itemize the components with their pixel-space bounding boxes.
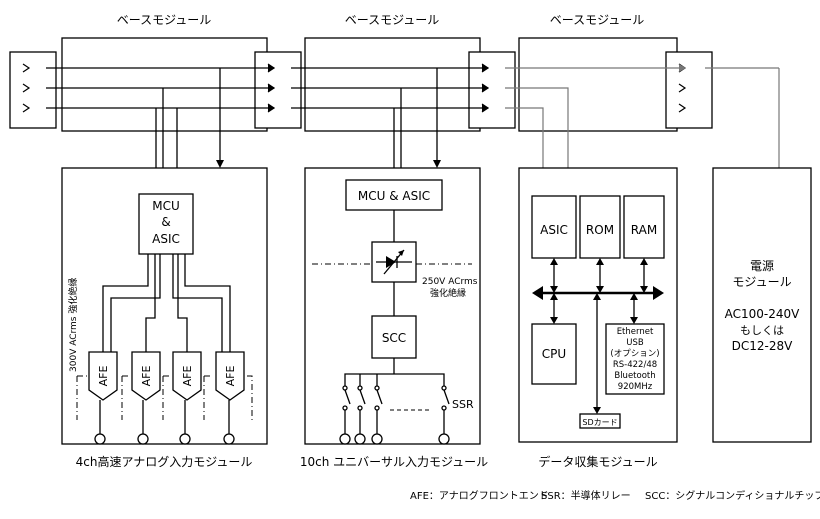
connector-4 (665, 51, 713, 129)
daq-comm-line-1: Ethernet (617, 327, 654, 337)
base-module-2 (304, 37, 481, 132)
analog-amp-label: & (161, 215, 170, 229)
afe-block-2: AFE (131, 351, 161, 445)
bus-lines (46, 64, 780, 168)
daq-asic-block (531, 195, 577, 259)
power-spec-line-2: もしくは (740, 324, 784, 337)
analog-module-title: 4ch高速アナログ入力モジュール (76, 454, 253, 469)
universal-module: MCU & ASIC 250V ACrms 強化絶縁 SCC (300, 167, 488, 469)
daq-sd-block (579, 413, 621, 429)
power-title-line-2: モジュール (732, 275, 791, 289)
daq-comm-line-4: RS-422/48 (613, 360, 657, 370)
legend-afe: AFE：アナログフロントエンド (410, 489, 549, 502)
legend-scc: SCC：シグナルコンディショナルチップ (645, 489, 820, 502)
analog-isolation-label: 300V ACrms 強化絶縁 (67, 278, 79, 372)
power-module: 電源 モジュール AC100-240V もしくは DC12-28V (712, 167, 812, 443)
afe-label-4: AFE (224, 366, 237, 387)
universal-module-title: 10ch ユニバーサル入力モジュール (300, 455, 488, 469)
daq-sd-label: SDカード (582, 418, 617, 427)
daq-rom-block (579, 195, 621, 259)
daq-module: ASIC ROM RAM CPU Ethernet USB (オプション) R (518, 167, 678, 469)
isolator-icon (371, 241, 417, 283)
daq-bus-drops (505, 87, 569, 196)
afe-label-2: AFE (140, 366, 153, 387)
daq-comm-line-5: Bluetooth (614, 371, 655, 381)
ssr-label: SSR (452, 398, 474, 411)
daq-comm-line-2: USB (626, 338, 644, 348)
scc-label: SCC (382, 331, 406, 345)
base-module-1 (61, 37, 268, 132)
base-module-label-1: ベースモジュール (117, 13, 212, 27)
connector-1 (9, 51, 57, 129)
afe-label-3: AFE (181, 366, 194, 387)
universal-mcu-label: MCU & ASIC (358, 189, 430, 203)
analog-module: MCU & ASIC 300V ACrms 強化絶縁 AFE AFE (61, 167, 268, 469)
analog-mcu-label: MCU (152, 199, 180, 213)
connector-3 (468, 51, 516, 129)
power-title-line-1: 電源 (750, 259, 774, 273)
daq-module-title: データ収集モジュール (538, 454, 657, 469)
daq-cpu-block (531, 323, 577, 385)
daq-comm-line-6: 920MHz (618, 382, 653, 392)
daq-ram-label: RAM (631, 223, 657, 237)
afe-block-4: AFE (215, 351, 245, 445)
analog-mcu-asic-block (138, 193, 194, 255)
base-module-3 (518, 37, 678, 132)
afe-block-3: AFE (172, 351, 202, 445)
analog-asic-label: ASIC (152, 232, 180, 246)
daq-cpu-label: CPU (542, 347, 566, 361)
universal-isolation-line-2: 強化絶縁 (430, 287, 466, 299)
daq-bus-arrows (550, 258, 648, 414)
daq-ram-block (623, 195, 665, 259)
universal-isolation-line-1: 250V ACrms (422, 277, 478, 287)
afe-label-1: AFE (97, 366, 110, 387)
connector-2 (254, 51, 302, 129)
power-spec-line-1: AC100-240V (725, 307, 801, 321)
daq-rom-label: ROM (586, 223, 614, 237)
base-module-label-3: ベースモジュール (550, 13, 645, 27)
daq-comm-block (605, 323, 665, 395)
legend: AFE：アナログフロントエンド SSR：半導体リレー SCC：シグナルコンディシ… (410, 489, 820, 502)
afe-block-1: AFE (88, 351, 118, 445)
daq-asic-label: ASIC (540, 223, 568, 237)
power-spec-line-3: DC12-28V (732, 339, 793, 353)
base-module-label-2: ベースモジュール (345, 13, 440, 27)
daq-comm-line-3: (オプション) (610, 349, 659, 359)
legend-ssr: SSR：半導体リレー (541, 489, 631, 502)
